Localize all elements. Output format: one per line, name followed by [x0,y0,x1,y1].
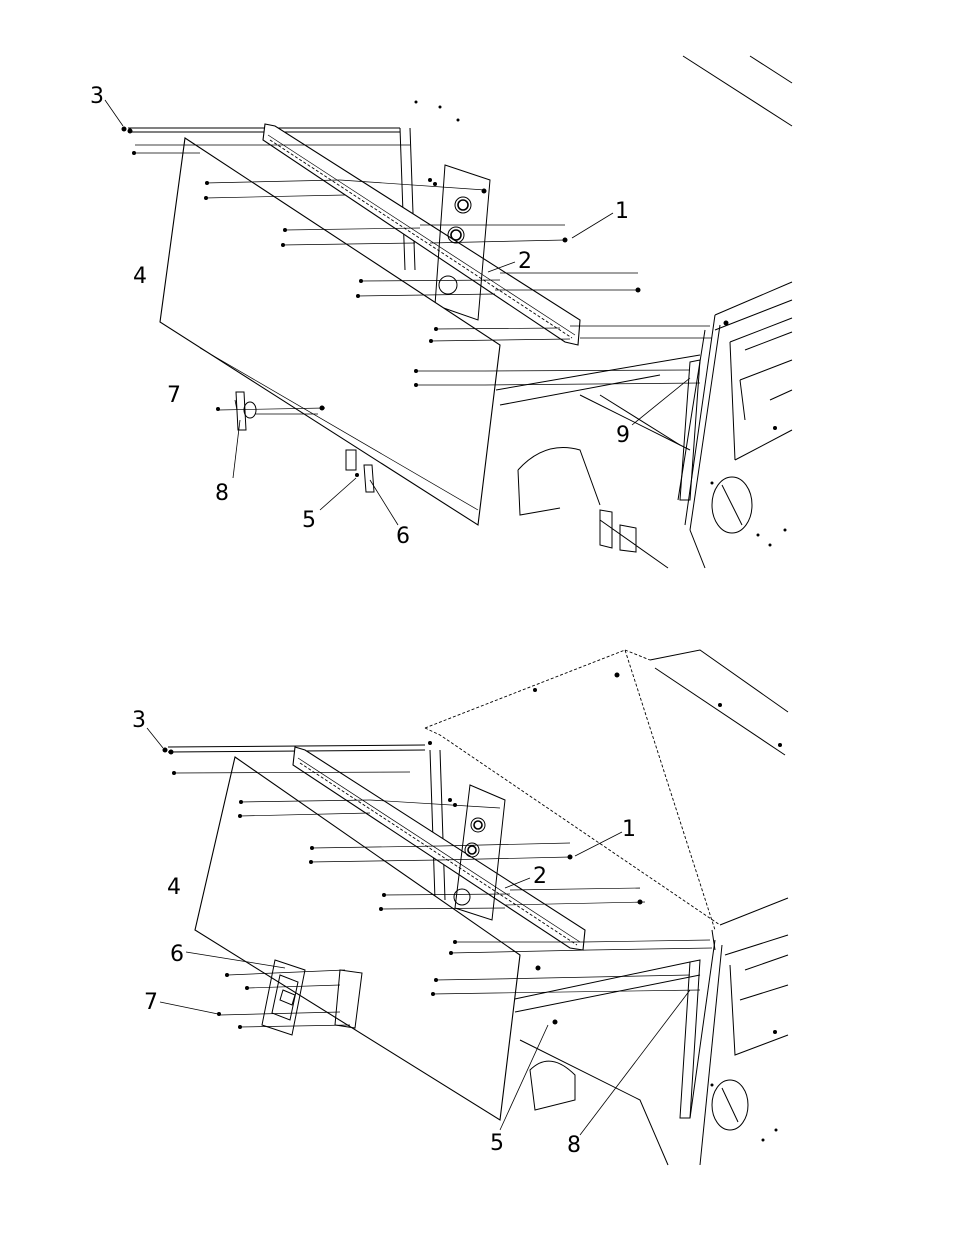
upper-callout-2: 2 [518,249,532,274]
lower-callout-7: 7 [144,990,158,1015]
upper-callout-4: 4 [133,264,147,289]
lower-callout-4: 4 [167,875,181,900]
lower-callout-2: 2 [533,864,547,889]
lower-callout-5: 5 [490,1131,504,1156]
lower-callout-6: 6 [170,942,184,967]
upper-door-panel [160,138,500,525]
lower-roof-housing [425,650,788,950]
lower-assembly-view: 3 1 2 4 6 7 5 8 [132,650,788,1165]
upper-callout-3: 3 [90,84,104,109]
upper-callout-6: 6 [396,524,410,549]
upper-callout-7: 7 [167,383,181,408]
upper-callout-1: 1 [615,199,629,224]
lower-frame-body [510,935,788,1165]
lower-callout-8: 8 [567,1133,581,1158]
upper-assembly-view: 3 1 2 4 7 8 5 6 9 [90,56,792,568]
lower-callout-3: 3 [132,708,146,733]
upper-callout-8: 8 [215,481,229,506]
upper-callout-5: 5 [302,508,316,533]
upper-callout-9: 9 [616,423,630,448]
lower-door-panel [195,757,520,1120]
lower-callout-1: 1 [622,817,636,842]
